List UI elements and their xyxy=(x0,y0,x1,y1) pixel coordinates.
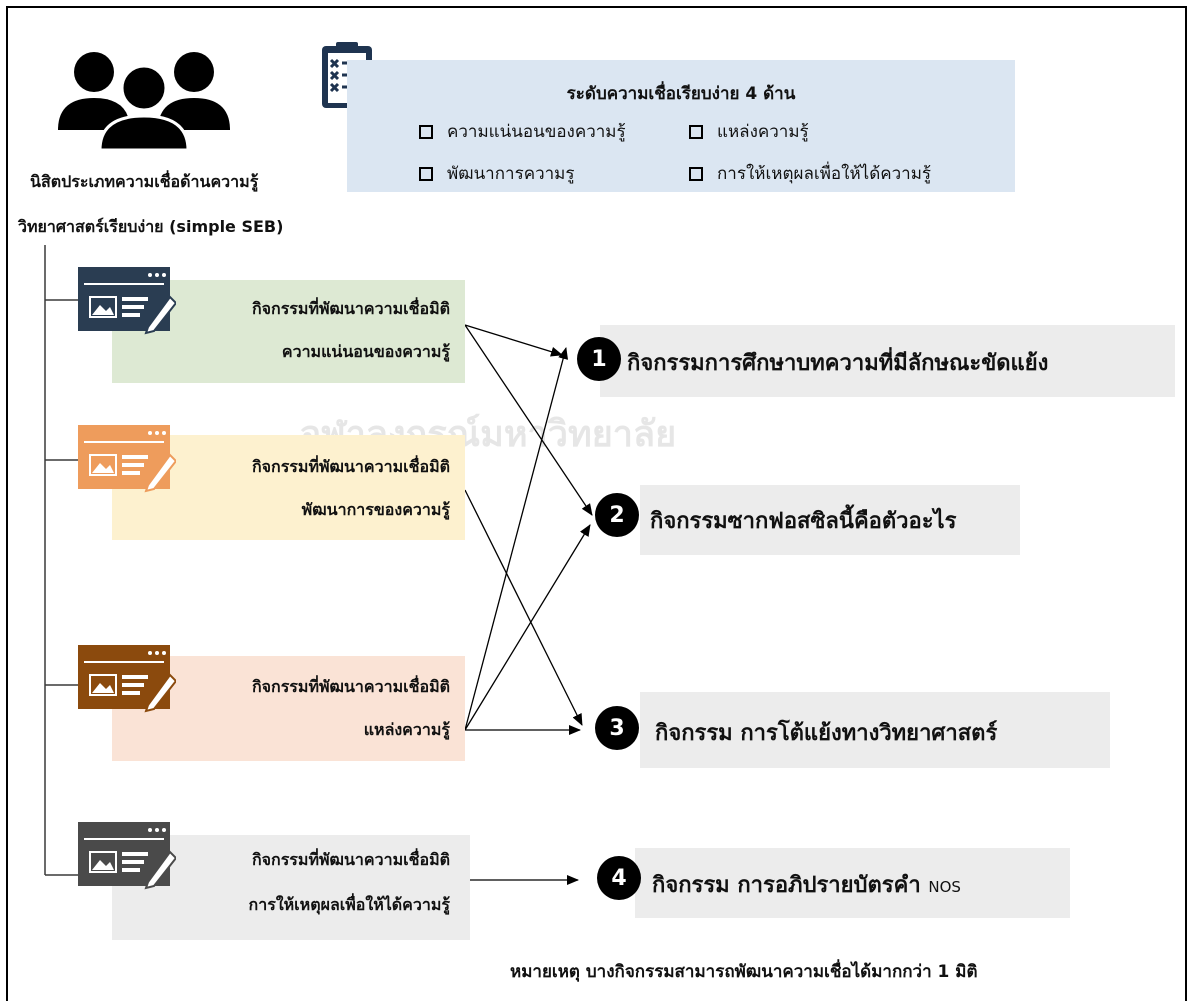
result-label: กิจกรรม การโต้แย้งทางวิทยาศาสตร์ xyxy=(655,721,998,746)
result-number-badge: 1 xyxy=(577,337,621,381)
result-number-badge: 4 xyxy=(597,856,641,900)
activity-card-icon xyxy=(78,425,176,493)
legend-item-label: แหล่งความรู้ xyxy=(717,122,809,142)
student-label-line2: วิทยาศาสตร์เรียบง่าย (simple SEB) xyxy=(18,217,284,236)
activity-label-line1: กิจกรรมที่พัฒนาความเชื่อมิติ xyxy=(251,457,450,476)
activity-label-line1: กิจกรรมที่พัฒนาความเชื่อมิติ xyxy=(251,677,450,696)
activity-card-icon xyxy=(78,645,176,713)
students-icon xyxy=(58,52,230,150)
legend-item-certainty: ความแน่นอนของความรู้ xyxy=(419,118,626,145)
legend-item-development: พัฒนาการความรู xyxy=(419,160,575,187)
activity-card-icon xyxy=(78,822,176,890)
result-label: กิจกรรมการศึกษาบทความที่มีลักษณะขัดแย้ง xyxy=(627,351,1049,376)
legend-item-label: พัฒนาการความรู xyxy=(447,164,575,184)
checkbox-icon xyxy=(689,124,703,139)
result-label-text: กิจกรรม การอภิปรายบัตรคำ xyxy=(652,873,921,898)
activity-label-line2: ความแน่นอนของความรู้ xyxy=(281,342,450,361)
result-label-suffix: NOS xyxy=(928,878,961,896)
activity-label-line1: กิจกรรมที่พัฒนาความเชื่อมิติ xyxy=(251,850,450,869)
activity-label-line1: กิจกรรมที่พัฒนาความเชื่อมิติ xyxy=(251,299,450,318)
activity-card-icon xyxy=(78,267,176,335)
legend-item-source: แหล่งความรู้ xyxy=(689,118,809,145)
result-box-3 xyxy=(640,692,1110,768)
activity-box-source xyxy=(112,656,465,761)
result-box-2 xyxy=(640,485,1020,555)
result-box-4 xyxy=(635,848,1070,918)
diagram-frame xyxy=(6,6,1187,1001)
result-number-badge: 2 xyxy=(595,493,639,537)
legend-item-label: ความแน่นอนของความรู้ xyxy=(447,122,626,142)
activity-box-development xyxy=(112,435,465,540)
result-number-badge: 3 xyxy=(595,706,639,750)
legend-box: ระดับความเชื่อเรียบง่าย 4 ด้าน ความแน่นอ… xyxy=(347,60,1015,192)
student-label-line1: นิสิตประเภทความเชื่อด้านความรู้ xyxy=(30,172,259,191)
checkbox-icon xyxy=(419,166,433,181)
result-label: กิจกรรม การอภิปรายบัตรคำ NOS xyxy=(652,867,961,902)
legend-item-justification: การให้เหตุผลเพื่อให้ได้ความรู้ xyxy=(689,160,931,187)
result-label: กิจกรรมซากฟอสซิลนี้คือตัวอะไร xyxy=(650,509,957,534)
activity-label-line2: พัฒนาการของความรู้ xyxy=(301,500,450,519)
activity-label-line2: แหล่งความรู้ xyxy=(363,720,450,739)
legend-item-label: การให้เหตุผลเพื่อให้ได้ความรู้ xyxy=(717,164,932,184)
result-box-1 xyxy=(600,325,1175,397)
activity-label-line2: การให้เหตุผลเพื่อให้ได้ความรู้ xyxy=(248,895,450,914)
checkbox-icon xyxy=(689,166,703,181)
legend-title: ระดับความเชื่อเรียบง่าย 4 ด้าน xyxy=(566,84,796,104)
footnote: หมายเหตุ บางกิจกรรมสามารถพัฒนาความเชื่อไ… xyxy=(510,962,978,982)
checkbox-icon xyxy=(419,124,433,139)
